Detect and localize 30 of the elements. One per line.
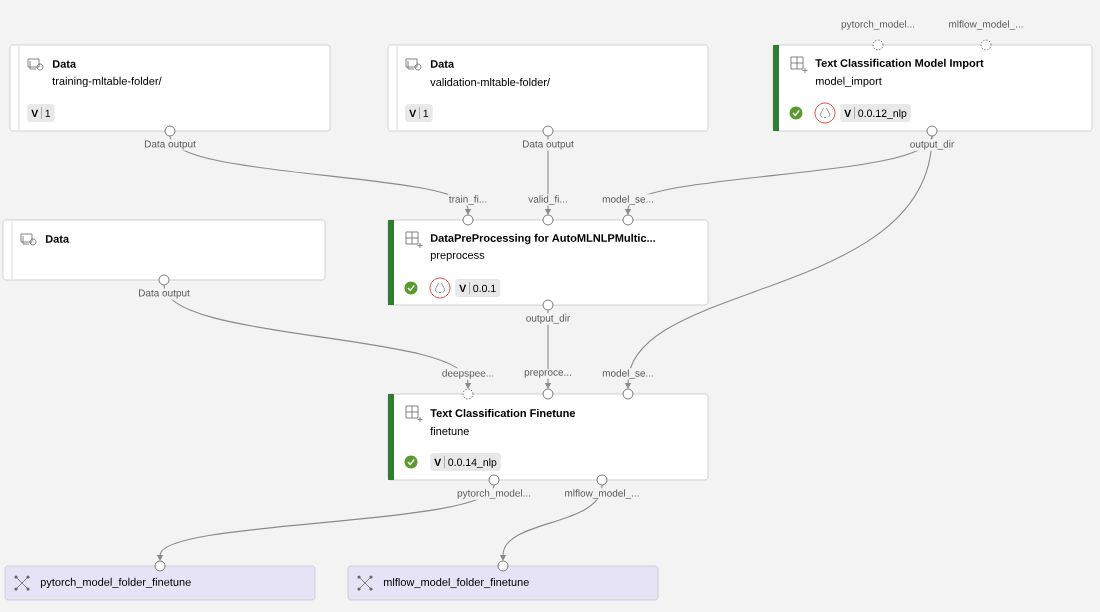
node-subtitle: training-mltable-folder/ <box>52 76 162 88</box>
node-subtitle: preprocess <box>430 252 485 262</box>
output-name: pytorch_model_folder_finetune <box>40 577 191 589</box>
node-title: DataPreProcessing for AutoMLNLPMultic... <box>430 233 655 245</box>
port-label: output_dir <box>908 139 956 151</box>
port-label: Data output <box>137 288 191 300</box>
node-subtitle: model_import <box>815 76 882 88</box>
port-label: preproce... <box>523 369 573 379</box>
port-label: model_se... <box>601 194 655 206</box>
port-label: Data output <box>521 139 575 151</box>
node-title: Text Classification Model Import <box>815 58 984 70</box>
port-label: output_dir <box>524 313 572 325</box>
port-label: mlflow_model_... <box>947 19 1025 31</box>
node-title: Data <box>52 60 77 68</box>
output-name: mlflow_model_folder_finetune <box>383 577 529 589</box>
node-subtitle: validation-mltable-folder/ <box>430 77 550 87</box>
connector-arrow <box>163 284 472 389</box>
port-label: Data output <box>143 139 197 151</box>
port-label: pytorch_model... <box>840 19 916 31</box>
node-title: Data <box>45 235 70 243</box>
port-label: valid_fi... <box>527 194 569 206</box>
port-label: mlflow_model_... <box>563 488 641 500</box>
node-title: Data <box>430 60 455 68</box>
port-label: train_fi... <box>447 194 489 206</box>
port-label: model_se... <box>601 368 655 380</box>
port-label: pytorch_model... <box>456 488 532 500</box>
connector-arrow <box>169 135 472 215</box>
port-label: deepspee... <box>440 368 496 380</box>
node-subtitle: finetune <box>430 426 469 436</box>
node-title: Text Classification Finetune <box>430 408 576 418</box>
